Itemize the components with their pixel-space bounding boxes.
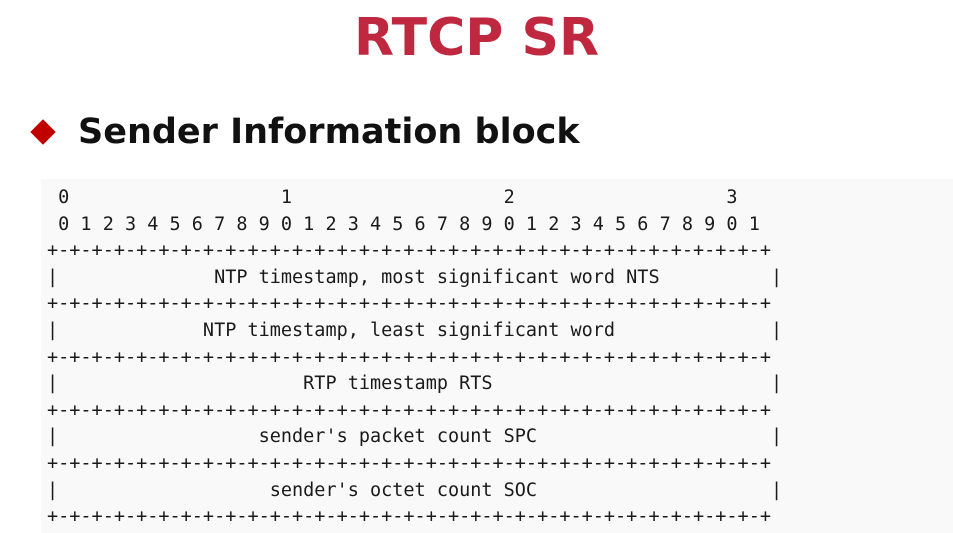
- bullet-text: Sender Information block: [78, 112, 580, 152]
- field-separator: +-+-+-+-+-+-+-+-+-+-+-+-+-+-+-+-+-+-+-+-…: [47, 240, 771, 262]
- field-separator: +-+-+-+-+-+-+-+-+-+-+-+-+-+-+-+-+-+-+-+-…: [47, 293, 771, 315]
- field-separator: +-+-+-+-+-+-+-+-+-+-+-+-+-+-+-+-+-+-+-+-…: [47, 452, 771, 474]
- field-ntp-lsw: | NTP timestamp, least significant word …: [47, 319, 783, 341]
- field-separator: +-+-+-+-+-+-+-+-+-+-+-+-+-+-+-+-+-+-+-+-…: [47, 399, 771, 421]
- field-octet-count: | sender's octet count SOC |: [47, 479, 783, 501]
- bullet-item: Sender Information block: [30, 108, 580, 156]
- packet-diagram: 0 1 2 3 0 1 2 3 4 5 6 7 8 9 0 1 2 3 4 5 …: [47, 185, 782, 531]
- field-ntp-msw: | NTP timestamp, most significant word N…: [47, 266, 783, 288]
- slide-title: RTCP SR: [353, 8, 600, 68]
- diamond-bullet-icon: [30, 119, 56, 145]
- bit-tens-header: 0 1 2 3: [47, 187, 738, 208]
- packet-format-panel: 0 1 2 3 0 1 2 3 4 5 6 7 8 9 0 1 2 3 4 5 …: [41, 179, 953, 533]
- field-rtp-timestamp: | RTP timestamp RTS |: [47, 373, 783, 395]
- field-separator: +-+-+-+-+-+-+-+-+-+-+-+-+-+-+-+-+-+-+-+-…: [47, 506, 771, 528]
- bit-units-header: 0 1 2 3 4 5 6 7 8 9 0 1 2 3 4 5 6 7 8 9 …: [47, 213, 760, 235]
- field-separator: +-+-+-+-+-+-+-+-+-+-+-+-+-+-+-+-+-+-+-+-…: [47, 346, 771, 368]
- field-packet-count: | sender's packet count SPC |: [47, 426, 783, 448]
